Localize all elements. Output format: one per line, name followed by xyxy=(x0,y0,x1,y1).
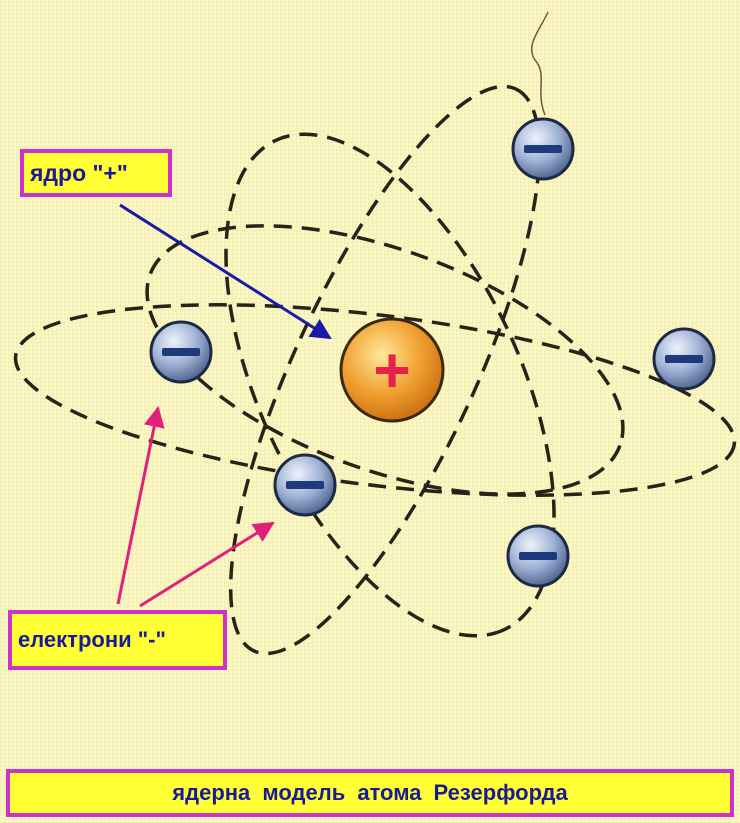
nucleus-sign: + xyxy=(373,334,410,406)
electron-arrow-right xyxy=(140,523,273,606)
nucleus-label: ядро "+" xyxy=(20,149,172,197)
nucleus-icon: + xyxy=(341,319,443,421)
electron-icon xyxy=(654,329,714,389)
electrons-label-text: електрони "-" xyxy=(18,629,166,651)
electron-icon xyxy=(513,119,573,179)
squiggle-line xyxy=(532,12,548,115)
caption-text: ядерна модель атома Резерфорда xyxy=(172,780,567,806)
diagram-caption: ядерна модель атома Резерфорда xyxy=(6,769,734,817)
electrons-label: електрони "-" xyxy=(8,610,227,670)
electron-icon xyxy=(508,526,568,586)
electron-icon xyxy=(275,455,335,515)
electron-icon xyxy=(151,322,211,382)
nucleus-label-text: ядро "+" xyxy=(30,162,128,185)
